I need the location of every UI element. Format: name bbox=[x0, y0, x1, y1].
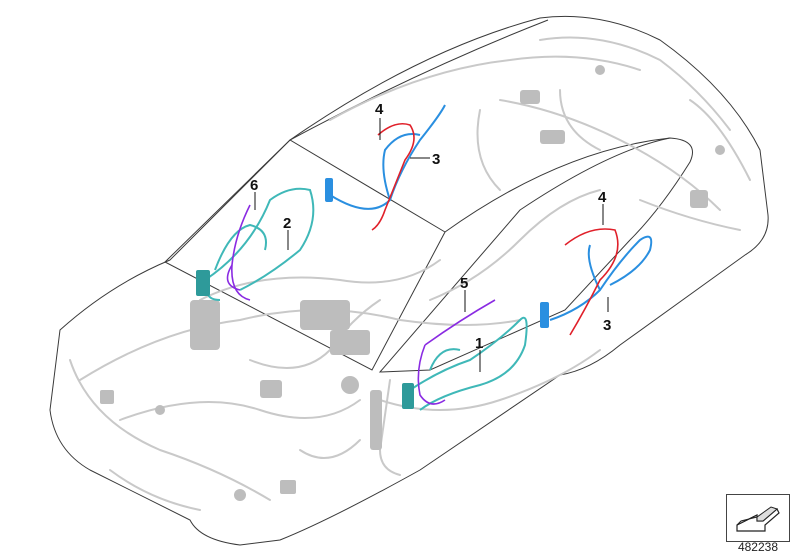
background-connectors bbox=[100, 65, 725, 501]
car-body-outline bbox=[49, 15, 769, 546]
callout-3-rear: 3 bbox=[603, 317, 611, 334]
connector-front-door-blue bbox=[325, 178, 333, 202]
callout-4-rear: 4 bbox=[598, 189, 607, 206]
document-number: 482238 bbox=[737, 540, 778, 554]
callout-leaders bbox=[254, 118, 609, 372]
callout-1: 1 bbox=[475, 335, 483, 352]
harness-front-upper-red bbox=[371, 122, 415, 231]
connector-rear-door-blue bbox=[540, 302, 549, 328]
harness-front-door-purple bbox=[226, 204, 251, 301]
callout-4-front: 4 bbox=[375, 101, 384, 118]
callout-3-front: 3 bbox=[432, 151, 440, 168]
view-direction-arrow-icon bbox=[726, 494, 790, 542]
background-harness-network bbox=[69, 36, 751, 511]
callout-5: 5 bbox=[460, 275, 468, 292]
harness-front-upper-blue bbox=[329, 104, 446, 210]
connector-rear-door bbox=[402, 383, 414, 409]
harness-rear-upper-red bbox=[564, 228, 619, 336]
harness-rear-door-teal bbox=[409, 316, 528, 411]
callout-2: 2 bbox=[283, 215, 291, 232]
callout-6: 6 bbox=[250, 177, 258, 194]
harness-front-door-teal bbox=[204, 187, 315, 301]
harness-rear-door-purple bbox=[417, 299, 496, 405]
connector-front-door bbox=[196, 270, 210, 296]
